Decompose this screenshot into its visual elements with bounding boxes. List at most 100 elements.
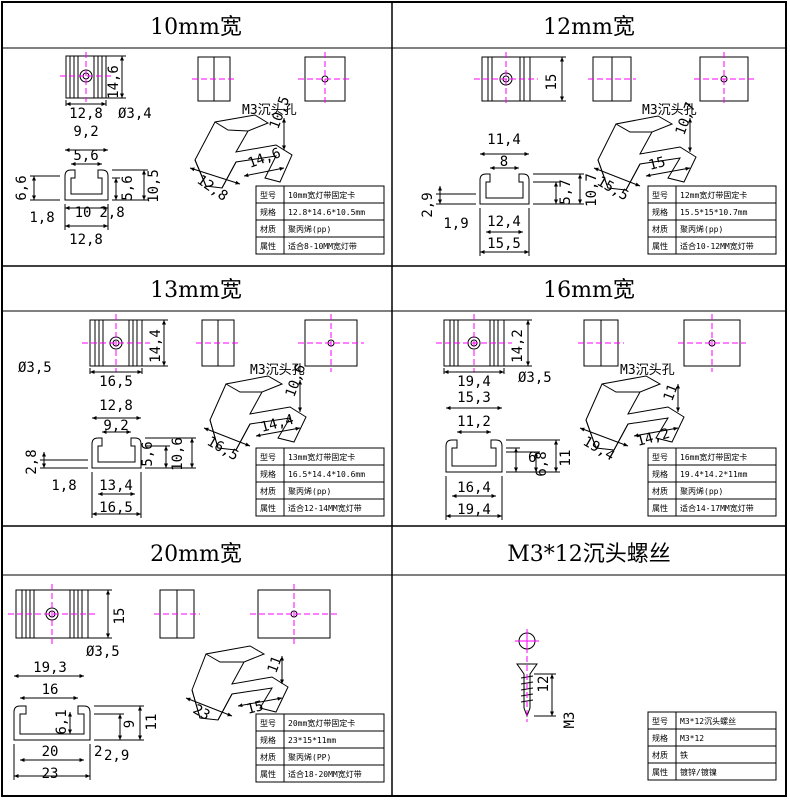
dim-h2: 6: [528, 450, 536, 466]
dim-h2: 9: [122, 720, 138, 728]
table-key: 规格: [652, 733, 668, 743]
dim-t: 1,9: [443, 216, 468, 232]
dim-outer: 12,8: [69, 232, 103, 248]
panel-13mm: [40, 314, 385, 518]
top-view: [436, 314, 532, 374]
spec-table: [647, 447, 777, 517]
dim-h2: 5,7: [558, 179, 574, 204]
table-value: 15.5*15*10.7mm: [680, 208, 748, 217]
dim-top-h: 14,2: [510, 329, 526, 363]
screw-side-view: [516, 656, 556, 722]
profile-view: [30, 148, 148, 230]
table-key: 材质: [652, 224, 668, 234]
iso-view: [579, 375, 685, 451]
dim-inner: 16,4: [457, 480, 491, 496]
dim-h3: 10,6: [170, 437, 186, 471]
dim-top-w: 19,4: [457, 374, 491, 390]
table-key: 材质: [260, 224, 276, 234]
table-value: 铁: [680, 750, 688, 760]
table-key: 规格: [260, 469, 276, 479]
table-key: 规格: [260, 207, 276, 217]
profile-view: [436, 152, 584, 256]
iso-label: M3沉头孔: [642, 103, 697, 118]
table-key: 属性: [652, 503, 668, 513]
iso-dim-b: 14,2: [635, 426, 672, 450]
table-value: 19.4*14.2*11mm: [680, 470, 748, 479]
dim-h3: 6,8: [534, 451, 550, 476]
table-key: 材质: [652, 486, 668, 496]
panel-screw: [515, 629, 777, 781]
panel-20mm-text: 15 Ø3,5 19,3 16 6,1 9 11 20 2 2,9 23 23 …: [33, 608, 362, 782]
panel-10mm-text: 14,6 12,8 Ø3,4 9,2 5,6 6,6 5,6 10,5 1,8 …: [14, 65, 365, 251]
dim-w1: 19,3: [33, 660, 67, 676]
dim-h2: 5,6: [140, 441, 156, 466]
dim-lip: 2: [94, 744, 102, 760]
table-value: 16.5*14.4*10.6mm: [288, 470, 365, 479]
dim-h1: 6,1: [54, 709, 70, 734]
dim-w2: 9,2: [103, 418, 128, 434]
table-key: 规格: [652, 469, 668, 479]
table-value: 适合8-10MM宽灯带: [288, 241, 357, 251]
dim-hole: Ø3,4: [118, 106, 152, 122]
table-key: 属性: [652, 767, 668, 777]
table-key: 规格: [260, 735, 276, 745]
iso-label: M3沉头孔: [242, 103, 297, 118]
dim-inner: 12,4: [487, 214, 521, 230]
dim-w1: 12,8: [99, 398, 133, 414]
table-value: 适合18-20MM宽灯带: [288, 769, 362, 779]
dim-w2: 16: [42, 682, 59, 698]
table-key: 属性: [260, 503, 276, 513]
iso-dim-a: 16,5: [204, 434, 241, 465]
dim-t: 1,8: [51, 478, 76, 494]
dim-hole: Ø3,5: [518, 370, 552, 386]
table-value: 12mm宽灯带固定卡: [680, 190, 747, 200]
panel-title-13mm: 13mm宽: [150, 278, 242, 303]
table-value: 聚丙烯(pp): [680, 224, 723, 234]
panel-title-20mm: 20mm宽: [150, 542, 242, 567]
iso-dim-a: 12,8: [194, 172, 231, 204]
dim-outer: 16,5: [99, 500, 133, 516]
dim-lip: 2,8: [99, 205, 124, 221]
dim-inner: 10: [75, 205, 92, 221]
dim-w1: 9,2: [73, 124, 98, 140]
table-value: 12.8*14.6*10.5mm: [288, 208, 365, 217]
iso-dim-a: 19,4: [580, 434, 617, 465]
dim-outer: 23: [42, 766, 59, 782]
panel-title-screw: M3*12沉头螺丝: [507, 542, 671, 567]
top-view: [60, 52, 126, 106]
dim-w2: 11,2: [457, 414, 491, 430]
table-key: 材质: [260, 486, 276, 496]
table-value: 适合14-17MM宽灯带: [680, 503, 754, 513]
table-value: 聚丙烯(pp): [288, 224, 331, 234]
dim-hole: Ø3,5: [86, 644, 120, 660]
iso-view: [203, 375, 307, 451]
table-value: 聚丙烯(pp): [680, 486, 723, 496]
panel-title-12mm: 12mm宽: [543, 15, 635, 40]
dim-outer: 15,5: [487, 236, 521, 252]
iso-view: [593, 115, 697, 191]
spec-table: [255, 447, 385, 517]
dim-t: 2,9: [104, 748, 129, 764]
iso-dim-b: 15: [647, 154, 667, 174]
table-value: 13mm宽灯带固定卡: [288, 452, 355, 462]
dim-len: 12: [536, 676, 552, 693]
dim-h3: 10,7: [584, 173, 600, 207]
panel-10mm: [30, 52, 385, 255]
dim-outer: 19,4: [457, 502, 491, 518]
table-value: 20mm宽灯带固定卡: [288, 718, 355, 728]
iso-dim-a: 23: [190, 702, 213, 724]
panel-12mm: [436, 52, 777, 256]
profile-view: [40, 416, 196, 518]
panel-screw-text: 12 M3 型号 M3*12沉头螺丝 规格 M3*12 材质 铁 属性 镀锌/镀…: [536, 676, 736, 777]
dim-top-h: 15: [112, 608, 128, 625]
table-value: M3*12: [680, 734, 704, 743]
dim-h3: 11: [144, 714, 160, 731]
dim-top-h: 15: [544, 74, 560, 91]
dim-h2: 5,6: [120, 175, 136, 200]
panel-title-10mm: 10mm宽: [150, 15, 242, 40]
iso-dim-b: 15: [245, 698, 265, 718]
iso-label: M3沉头孔: [250, 363, 305, 378]
dim-top-w: 12,8: [69, 106, 103, 122]
dim-w1: 15,3: [457, 390, 491, 406]
table-value: 10mm宽灯带固定卡: [288, 190, 355, 200]
